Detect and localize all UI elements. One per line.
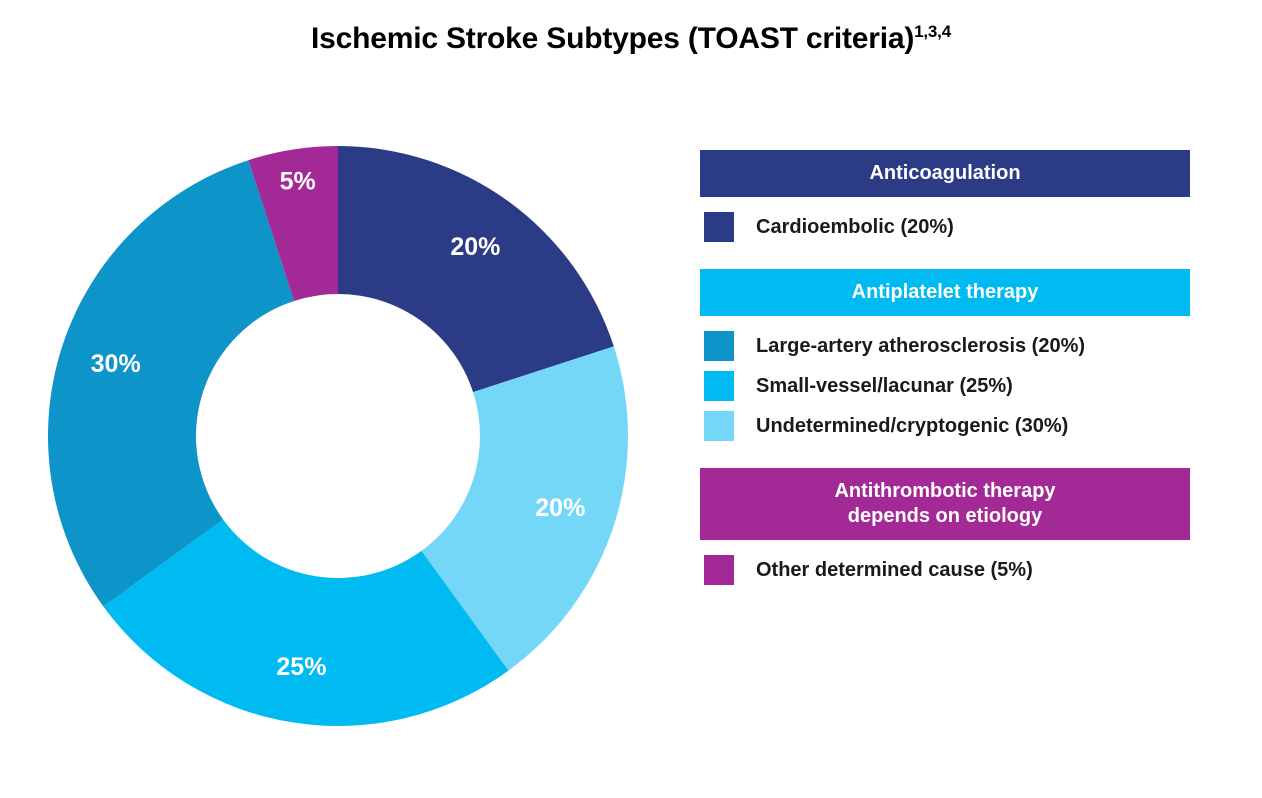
donut-slice-label: 25% — [276, 653, 326, 681]
donut-slice-label: 20% — [450, 233, 500, 261]
legend-swatch — [704, 331, 734, 361]
legend-item-label: Large-artery atherosclerosis (20%) — [756, 334, 1086, 357]
legend-item-list: Large-artery atherosclerosis (20%) Small-… — [700, 316, 1190, 446]
legend-item[interactable]: Cardioembolic (20%) — [700, 207, 1190, 247]
legend-group-header: Anticoagulation — [700, 150, 1190, 197]
donut-slice[interactable] — [48, 160, 295, 607]
legend-item[interactable]: Undetermined/cryptogenic (30%) — [700, 406, 1190, 446]
legend-item-list: Other determined cause (5%) — [700, 540, 1190, 590]
donut-chart-svg: 20% 20% 25% 30% 5% — [48, 146, 628, 726]
donut-slice[interactable] — [248, 146, 338, 301]
legend-swatch — [704, 371, 734, 401]
legend-item-label: Undetermined/cryptogenic (30%) — [756, 414, 1069, 437]
donut-slice-label: 30% — [91, 350, 141, 378]
chart-title-text: Ischemic Stroke Subtypes (TOAST criteria… — [311, 22, 915, 55]
legend-swatch — [704, 555, 734, 585]
donut-slice[interactable] — [421, 346, 628, 671]
legend-group-header: Antithrombotic therapy depends on etiolog… — [700, 468, 1190, 540]
chart-title-superscript: 1,3,4 — [914, 22, 951, 41]
donut-slice[interactable] — [103, 519, 509, 726]
legend-item-list: Cardioembolic (20%) — [700, 197, 1190, 247]
donut-slice[interactable] — [338, 146, 614, 393]
donut-slice-label: 20% — [535, 494, 585, 522]
donut-slice-label: 5% — [280, 168, 316, 196]
donut-slice-group — [48, 146, 628, 726]
donut-label-group: 20% 20% 25% 30% 5% — [91, 168, 586, 681]
donut-chart: 20% 20% 25% 30% 5% — [48, 146, 628, 726]
legend-item[interactable]: Other determined cause (5%) — [700, 550, 1190, 590]
legend-group-header-line: depends on etiology — [847, 505, 1043, 527]
legend-group-header: Antiplatelet therapy — [700, 269, 1190, 316]
legend-item-label: Small-vessel/lacunar (25%) — [756, 374, 1013, 397]
legend-group-header-line: Antithrombotic therapy — [834, 480, 1056, 502]
legend-item-label: Cardioembolic (20%) — [756, 215, 954, 238]
legend-item-label: Other determined cause (5%) — [756, 558, 1033, 581]
page-title: Ischemic Stroke Subtypes (TOAST criteria… — [0, 22, 1262, 56]
legend-swatch — [704, 411, 734, 441]
legend-item[interactable]: Large-artery atherosclerosis (20%) — [700, 326, 1190, 366]
legend-group: Antithrombotic therapy depends on etiolog… — [700, 468, 1190, 590]
legend-swatch — [704, 212, 734, 242]
legend-item[interactable]: Small-vessel/lacunar (25%) — [700, 366, 1190, 406]
